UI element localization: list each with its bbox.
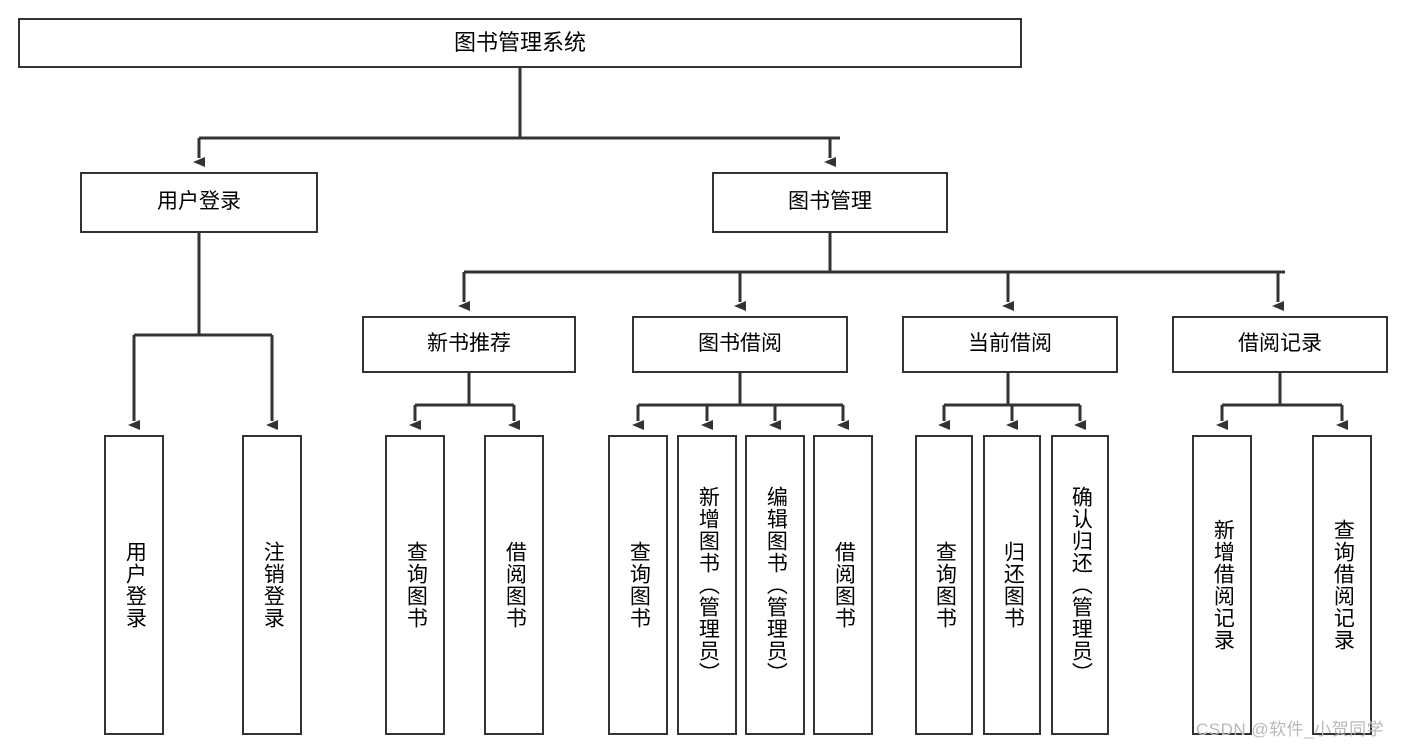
node-leaf-confirm-return-admin-label: 确认归还（管理员）	[1069, 486, 1093, 684]
node-leaf-return-book[interactable]: 归还图书	[983, 435, 1041, 735]
node-leaf-query-book-current[interactable]: 查询图书	[915, 435, 973, 735]
node-leaf-query-book-borrow[interactable]: 查询图书	[608, 435, 668, 735]
node-leaf-query-borrow-record[interactable]: 查询借阅记录	[1312, 435, 1372, 735]
node-current-borrow-label: 当前借阅	[968, 332, 1052, 356]
node-current-borrow[interactable]: 当前借阅	[902, 316, 1118, 373]
node-root-label: 图书管理系统	[453, 30, 586, 56]
node-borrow-record[interactable]: 借阅记录	[1172, 316, 1388, 373]
node-leaf-edit-book-admin[interactable]: 编辑图书（管理员）	[745, 435, 805, 735]
node-leaf-user-login-label: 用户登录	[123, 541, 147, 629]
node-leaf-borrow-book-label: 借阅图书	[832, 541, 856, 629]
node-leaf-add-book-admin[interactable]: 新增图书（管理员）	[677, 435, 737, 735]
csdn-watermark: CSDN @软件_小贺同学	[1196, 720, 1385, 739]
node-new-book-recommend-label: 新书推荐	[427, 332, 511, 356]
node-leaf-query-borrow-record-label: 查询借阅记录	[1331, 519, 1355, 651]
node-leaf-borrow-book[interactable]: 借阅图书	[813, 435, 873, 735]
node-leaf-add-borrow-record-label: 新增借阅记录	[1211, 519, 1235, 651]
node-user-login[interactable]: 用户登录	[80, 172, 318, 233]
node-leaf-borrow-book-recommend-label: 借阅图书	[503, 541, 527, 629]
node-leaf-query-book-recommend[interactable]: 查询图书	[385, 435, 445, 735]
node-leaf-add-book-admin-label: 新增图书（管理员）	[696, 486, 720, 684]
node-leaf-confirm-return-admin[interactable]: 确认归还（管理员）	[1051, 435, 1109, 735]
node-leaf-return-book-label: 归还图书	[1001, 541, 1025, 629]
node-leaf-query-book-recommend-label: 查询图书	[404, 541, 428, 629]
node-leaf-add-borrow-record[interactable]: 新增借阅记录	[1192, 435, 1252, 735]
node-book-borrow-label: 图书借阅	[698, 332, 782, 356]
node-leaf-logout-login[interactable]: 注销登录	[242, 435, 302, 735]
node-leaf-borrow-book-recommend[interactable]: 借阅图书	[484, 435, 544, 735]
node-new-book-recommend[interactable]: 新书推荐	[362, 316, 576, 373]
node-book-borrow[interactable]: 图书借阅	[632, 316, 848, 373]
node-borrow-record-label: 借阅记录	[1238, 332, 1322, 356]
node-leaf-edit-book-admin-label: 编辑图书（管理员）	[764, 486, 788, 684]
node-leaf-query-book-borrow-label: 查询图书	[627, 541, 651, 629]
node-leaf-user-login[interactable]: 用户登录	[104, 435, 164, 735]
node-leaf-query-book-current-label: 查询图书	[933, 541, 957, 629]
node-book-management-label: 图书管理	[788, 190, 872, 214]
node-user-login-label: 用户登录	[157, 190, 241, 214]
node-root[interactable]: 图书管理系统	[18, 18, 1022, 68]
node-leaf-logout-login-label: 注销登录	[261, 541, 285, 629]
node-book-management[interactable]: 图书管理	[712, 172, 948, 233]
